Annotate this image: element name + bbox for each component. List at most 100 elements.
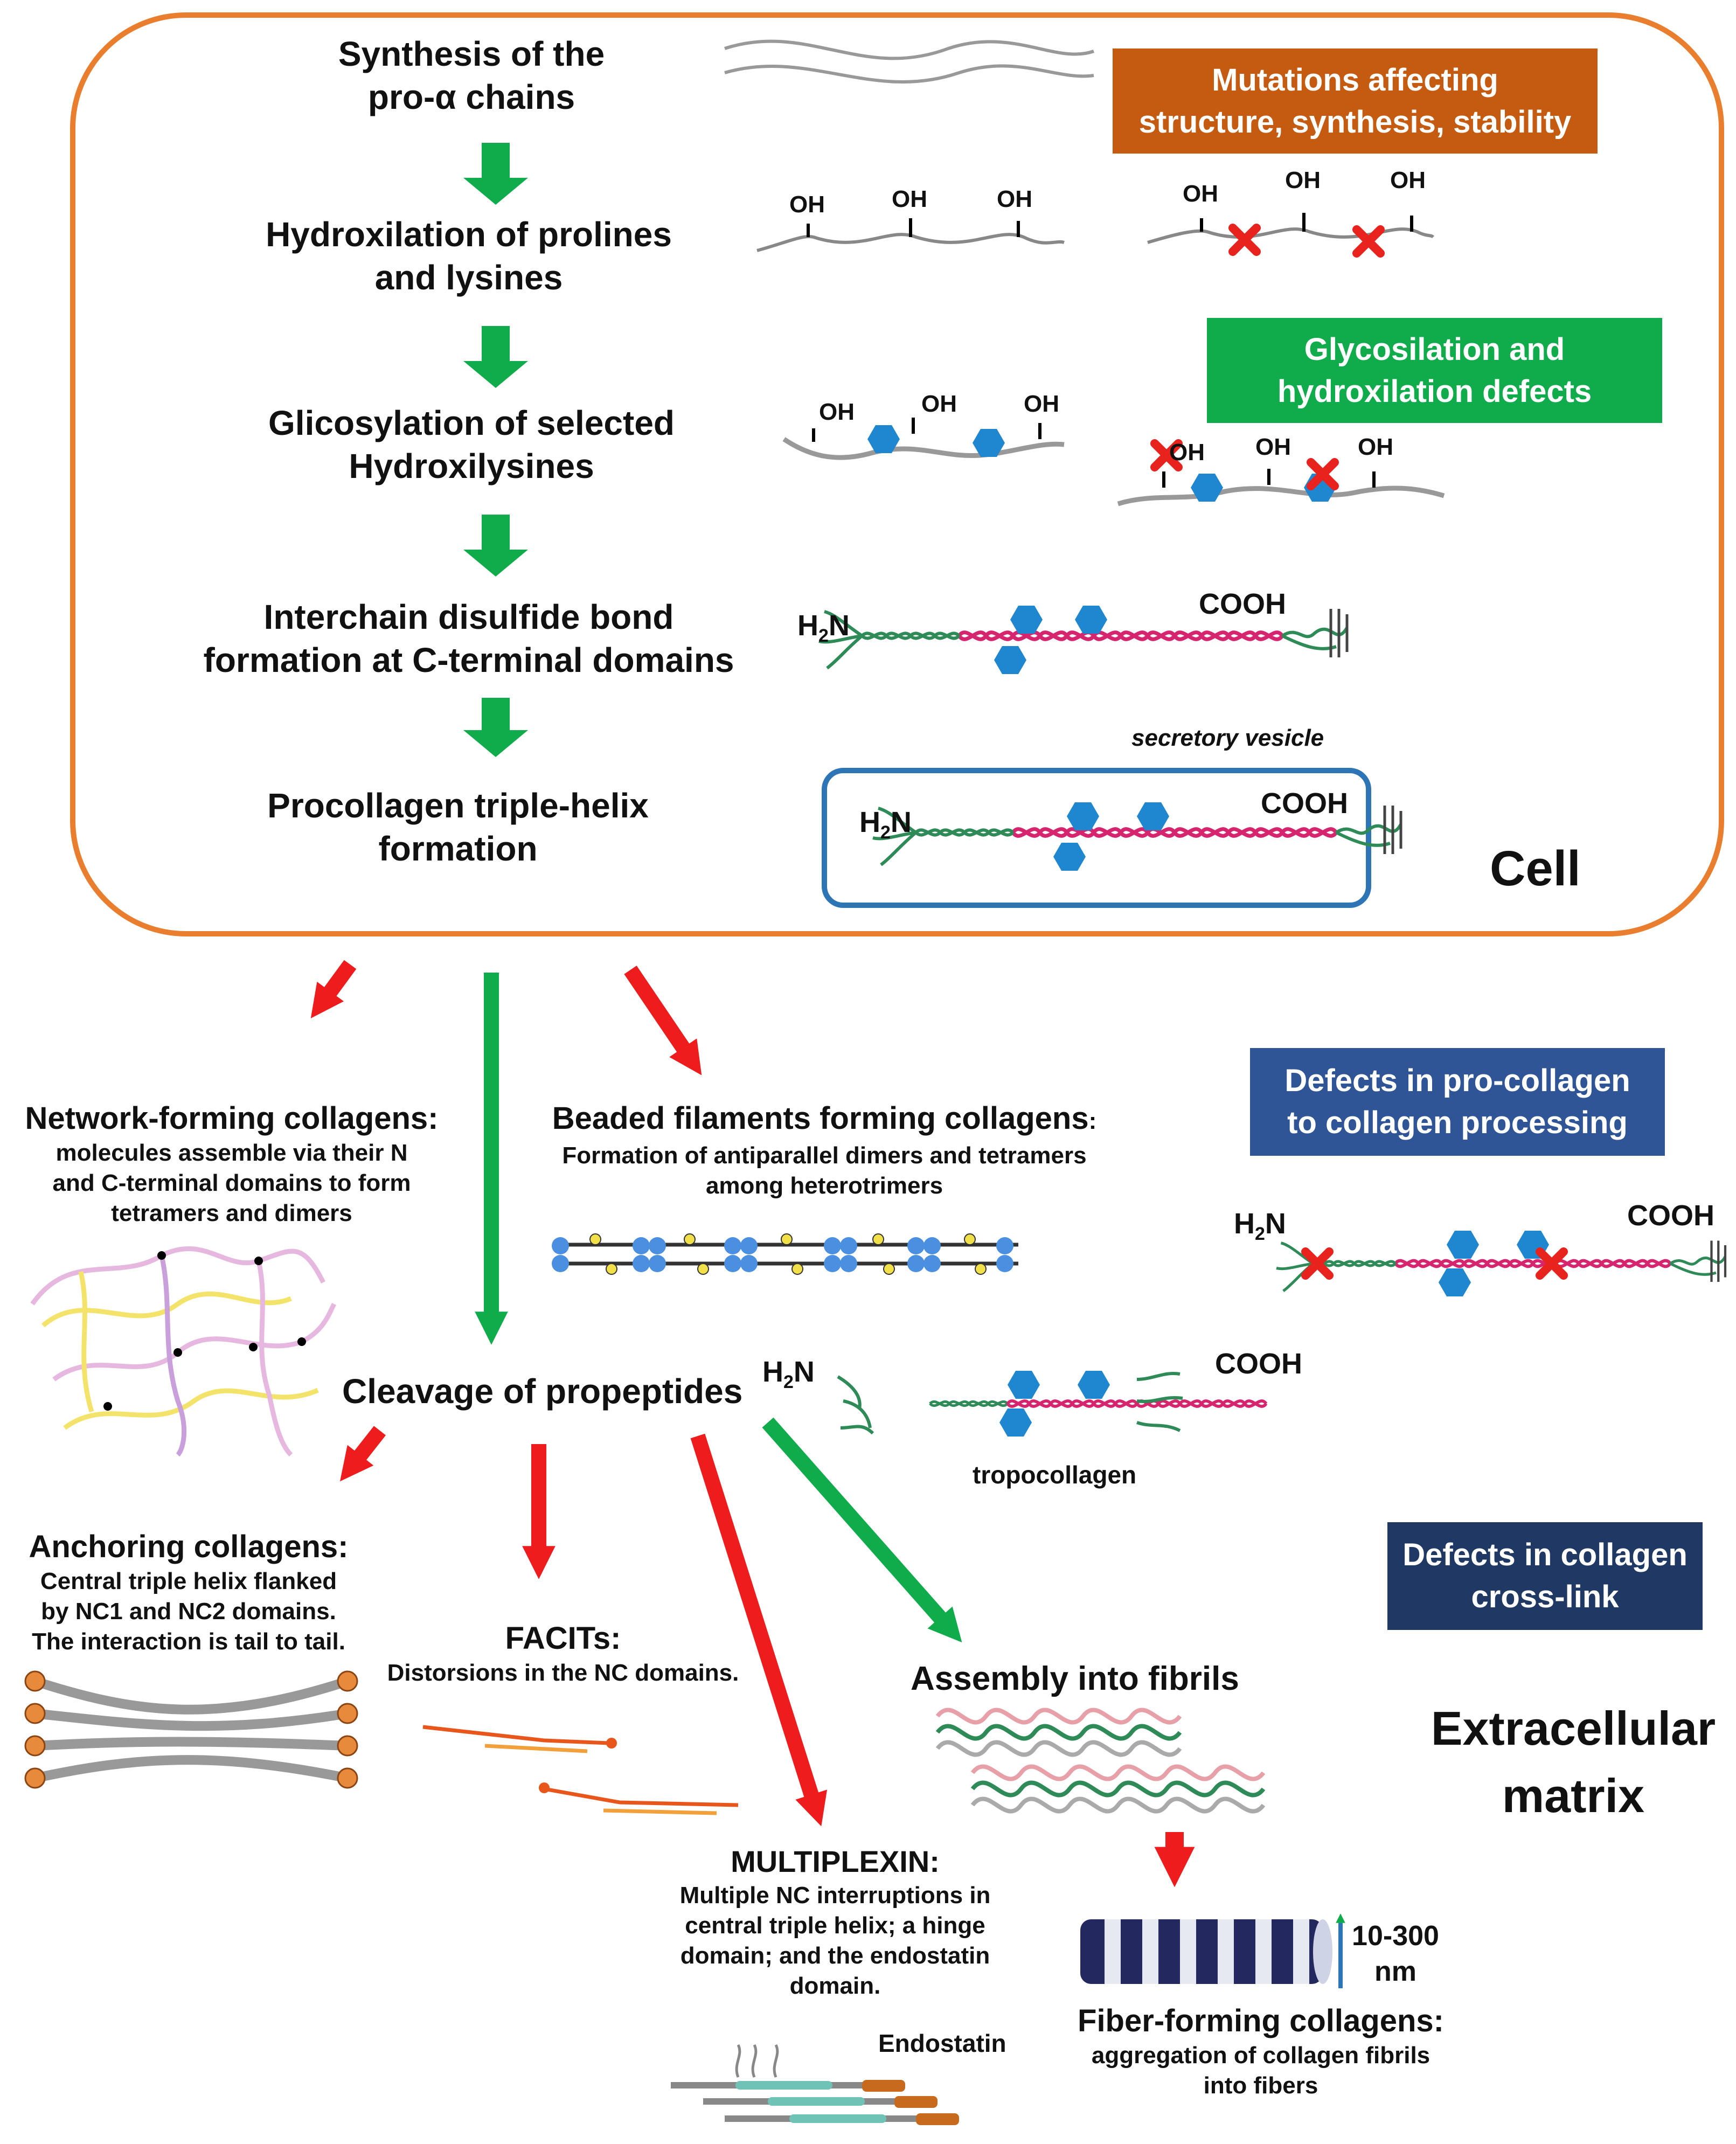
pro-alpha-chains [724,39,1095,84]
cooh-label: COOH [1215,1348,1302,1380]
mutations-box-line1: Mutations affecting [1212,62,1498,98]
secretory-vesicle-label: secretory vesicle [1131,725,1324,751]
secretory-vesicle [822,768,1371,908]
arrow-to-fibrils [762,1417,962,1643]
step-triple-helix-line1: Procollagen triple-helix [267,786,649,825]
h2n-label: H2N [797,609,850,647]
glyco-defects-box-line2: hydroxilation defects [1277,373,1592,409]
fibril-illustration [935,1708,1266,1814]
oh-label: OH [1358,434,1393,460]
crosslink-defects-box-line2: cross-link [1471,1579,1619,1614]
tropocollagen-label: tropocollagen [973,1461,1137,1489]
step-disulfide-line2: formation at C-terminal domains [203,641,734,679]
step-disulfide-line1: Interchain disulfide bond [263,598,674,636]
fiber-size-label: 10-300 nm [1347,1918,1444,1989]
mutated-chain [1147,213,1435,253]
tropocollagen-molecule [837,1371,1268,1437]
ecm-label-line2: matrix [1502,1769,1645,1822]
h2n-sub: 2 [818,625,829,646]
endostatin-label: Endostatin [878,2029,1006,2057]
fiber-desc-1: aggregation of collagen fibrils [1091,2042,1431,2069]
h2n-h: H [762,1356,783,1388]
mutations-box-line2: structure, synthesis, stability [1138,104,1572,140]
network-title: Network-forming collagens: [25,1101,439,1136]
crosslink-defects-box-line1: Defects in collagen [1402,1537,1688,1572]
h2n-n: N [1265,1208,1286,1240]
step-hydroxylation-line1: Hydroxilation of prolines [266,215,672,254]
anchoring-desc-3: The interaction is tail to tail. [32,1628,345,1655]
ecm-label-line1: Extracellular [1431,1702,1716,1755]
h2n-label: H2N [859,806,912,843]
anchoring-collagen-illustration [24,1670,358,1789]
multiplexin-desc-2: central triple helix; a hinge [685,1912,985,1939]
cell-membrane [70,12,1724,936]
step-glycosylation-line1: Glicosylation of selected [268,404,675,442]
processing-defects-box: Defects in pro-collagen to collagen proc… [1250,1048,1665,1156]
arrow-to-multiplexin [690,1433,828,1827]
h2n-h: H [859,806,880,838]
defective-procollagen-molecule [1276,1231,1725,1296]
oh-label: OH [1169,439,1205,466]
oh-label: OH [789,191,825,218]
beaded-title-colon: : [1088,1108,1097,1134]
hydroxylated-chain [756,218,1065,252]
cooh-label: COOH [1261,787,1348,820]
anchoring-title: Anchoring collagens: [29,1529,349,1564]
arrow-to-network [310,960,357,1018]
multiplexin-illustration [671,2044,959,2125]
glycosylated-chain [782,418,1065,460]
step-triple-helix: Procollagen triple-helix formation [162,784,754,870]
h2n-sub: 2 [1255,1223,1265,1244]
multiplexin-title: MULTIPLEXIN: [731,1844,940,1878]
network-desc-1: molecules assemble via their N [55,1140,408,1166]
oh-label: OH [921,391,957,417]
ecm-label: Extracellular matrix [1412,1695,1735,1829]
glyco-defects-box: Glycosilation and hydroxilation defects [1207,318,1662,423]
arrow-to-beaded [624,966,702,1076]
step-glycosylation-line2: Hydroxilysines [349,447,594,485]
anchoring-collagens: Anchoring collagens: Central triple heli… [11,1528,366,1657]
beaded-filament-illustration [552,1233,1018,1275]
multiplexin: MULTIPLEXIN: Multiple NC interruptions i… [652,1843,1018,2001]
step-synthesis-line2: pro-α chains [367,78,575,116]
oh-label: OH [1024,391,1059,417]
facits-title: FACITs: [505,1621,621,1656]
h2n-h: H [797,609,818,642]
step-disulfide: Interchain disulfide bond formation at C… [172,595,765,682]
step-hydroxylation-line2: and lysines [374,258,563,297]
cleavage-label: Cleavage of propeptides [342,1372,743,1411]
step-synthesis-line1: Synthesis of the [338,34,605,73]
network-collagens: Network-forming collagens: molecules ass… [11,1099,453,1229]
oh-label: OH [892,186,927,212]
arrow-to-anchoring [339,1426,386,1482]
fibrils-label: Assembly into fibrils [911,1660,1239,1697]
h2n-sub: 2 [783,1371,794,1392]
facits-desc-1: Distorsions in the NC domains. [387,1660,739,1686]
cooh-label: COOH [1627,1199,1714,1232]
multiplexin-desc-4: domain. [789,1973,881,1999]
h2n-h: H [1234,1208,1255,1240]
anchoring-desc-2: by NC1 and NC2 domains. [41,1598,336,1625]
oh-label: OH [1255,434,1291,460]
cell-label: Cell [1490,841,1581,896]
network-desc-2: and C-terminal domains to form [52,1170,411,1196]
facits: FACITs: Distorsions in the NC domains. [374,1619,752,1688]
oh-label: OH [819,399,855,425]
h2n-label: H2N [762,1355,815,1393]
multiplexin-desc-1: Multiple NC interruptions in [679,1882,991,1909]
facit-illustration [422,1725,739,1815]
step-arrows [463,143,528,757]
beaded-desc-2: among heterotrimers [705,1172,943,1199]
oh-label: OH [1390,167,1426,193]
fiber-illustration [1080,1913,1345,1988]
fiber-size-line2: nm [1374,1956,1416,1987]
h2n-sub: 2 [880,822,891,843]
crosslink-defects-box: Defects in collagen cross-link [1387,1522,1703,1630]
oh-label: OH [997,186,1032,212]
glyco-defects-box-line1: Glycosilation and [1304,331,1565,367]
step-glycosylation: Glicosylation of selected Hydroxilysines [175,401,768,488]
fiber-desc-2: into fibers [1203,2072,1318,2099]
oh-label: OH [1285,167,1321,193]
h2n-n: N [828,609,850,642]
